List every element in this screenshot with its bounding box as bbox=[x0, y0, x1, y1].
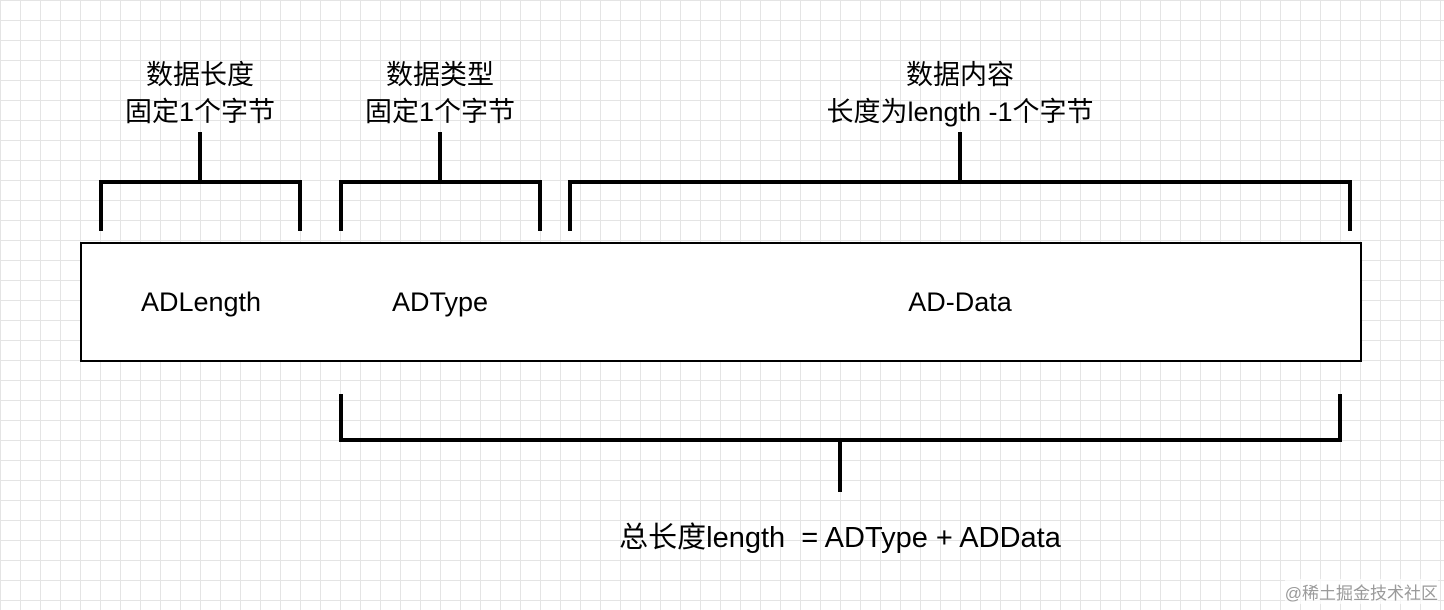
bracket-ad-data bbox=[568, 132, 1352, 231]
total-length-label: 总长度length = ADType + ADData bbox=[619, 522, 1061, 554]
segment-ad-length-label: ADLength bbox=[140, 286, 262, 317]
bracket-ad-length bbox=[99, 132, 302, 231]
caption-ad-data: 数据内容 长度为length -1个字节 bbox=[826, 57, 1093, 131]
caption-ad-data-line1: 数据内容 bbox=[905, 60, 1014, 90]
bracket-total-length bbox=[339, 394, 1342, 492]
bracket-ad-type bbox=[339, 132, 542, 231]
caption-ad-type-line2: 固定1个字节 bbox=[364, 97, 516, 127]
segment-ad-data-label: AD-Data bbox=[908, 286, 1012, 317]
segment-ad-data: AD-Data bbox=[560, 242, 1362, 362]
caption-ad-type-line1: 数据类型 bbox=[386, 60, 494, 90]
watermark: @稀土掘金技术社区 bbox=[1284, 579, 1438, 604]
caption-ad-type: 数据类型 固定1个字节 bbox=[365, 57, 515, 131]
caption-ad-length: 数据长度 固定1个字节 bbox=[125, 57, 275, 131]
caption-ad-length-line2: 固定1个字节 bbox=[124, 97, 276, 127]
caption-ad-data-line2: 长度为length -1个字节 bbox=[826, 97, 1094, 127]
caption-ad-length-line1: 数据长度 bbox=[146, 60, 254, 90]
segment-ad-length: ADLength bbox=[80, 242, 322, 362]
segment-ad-type: ADType bbox=[320, 242, 562, 362]
segment-ad-type-label: ADType bbox=[391, 286, 489, 317]
